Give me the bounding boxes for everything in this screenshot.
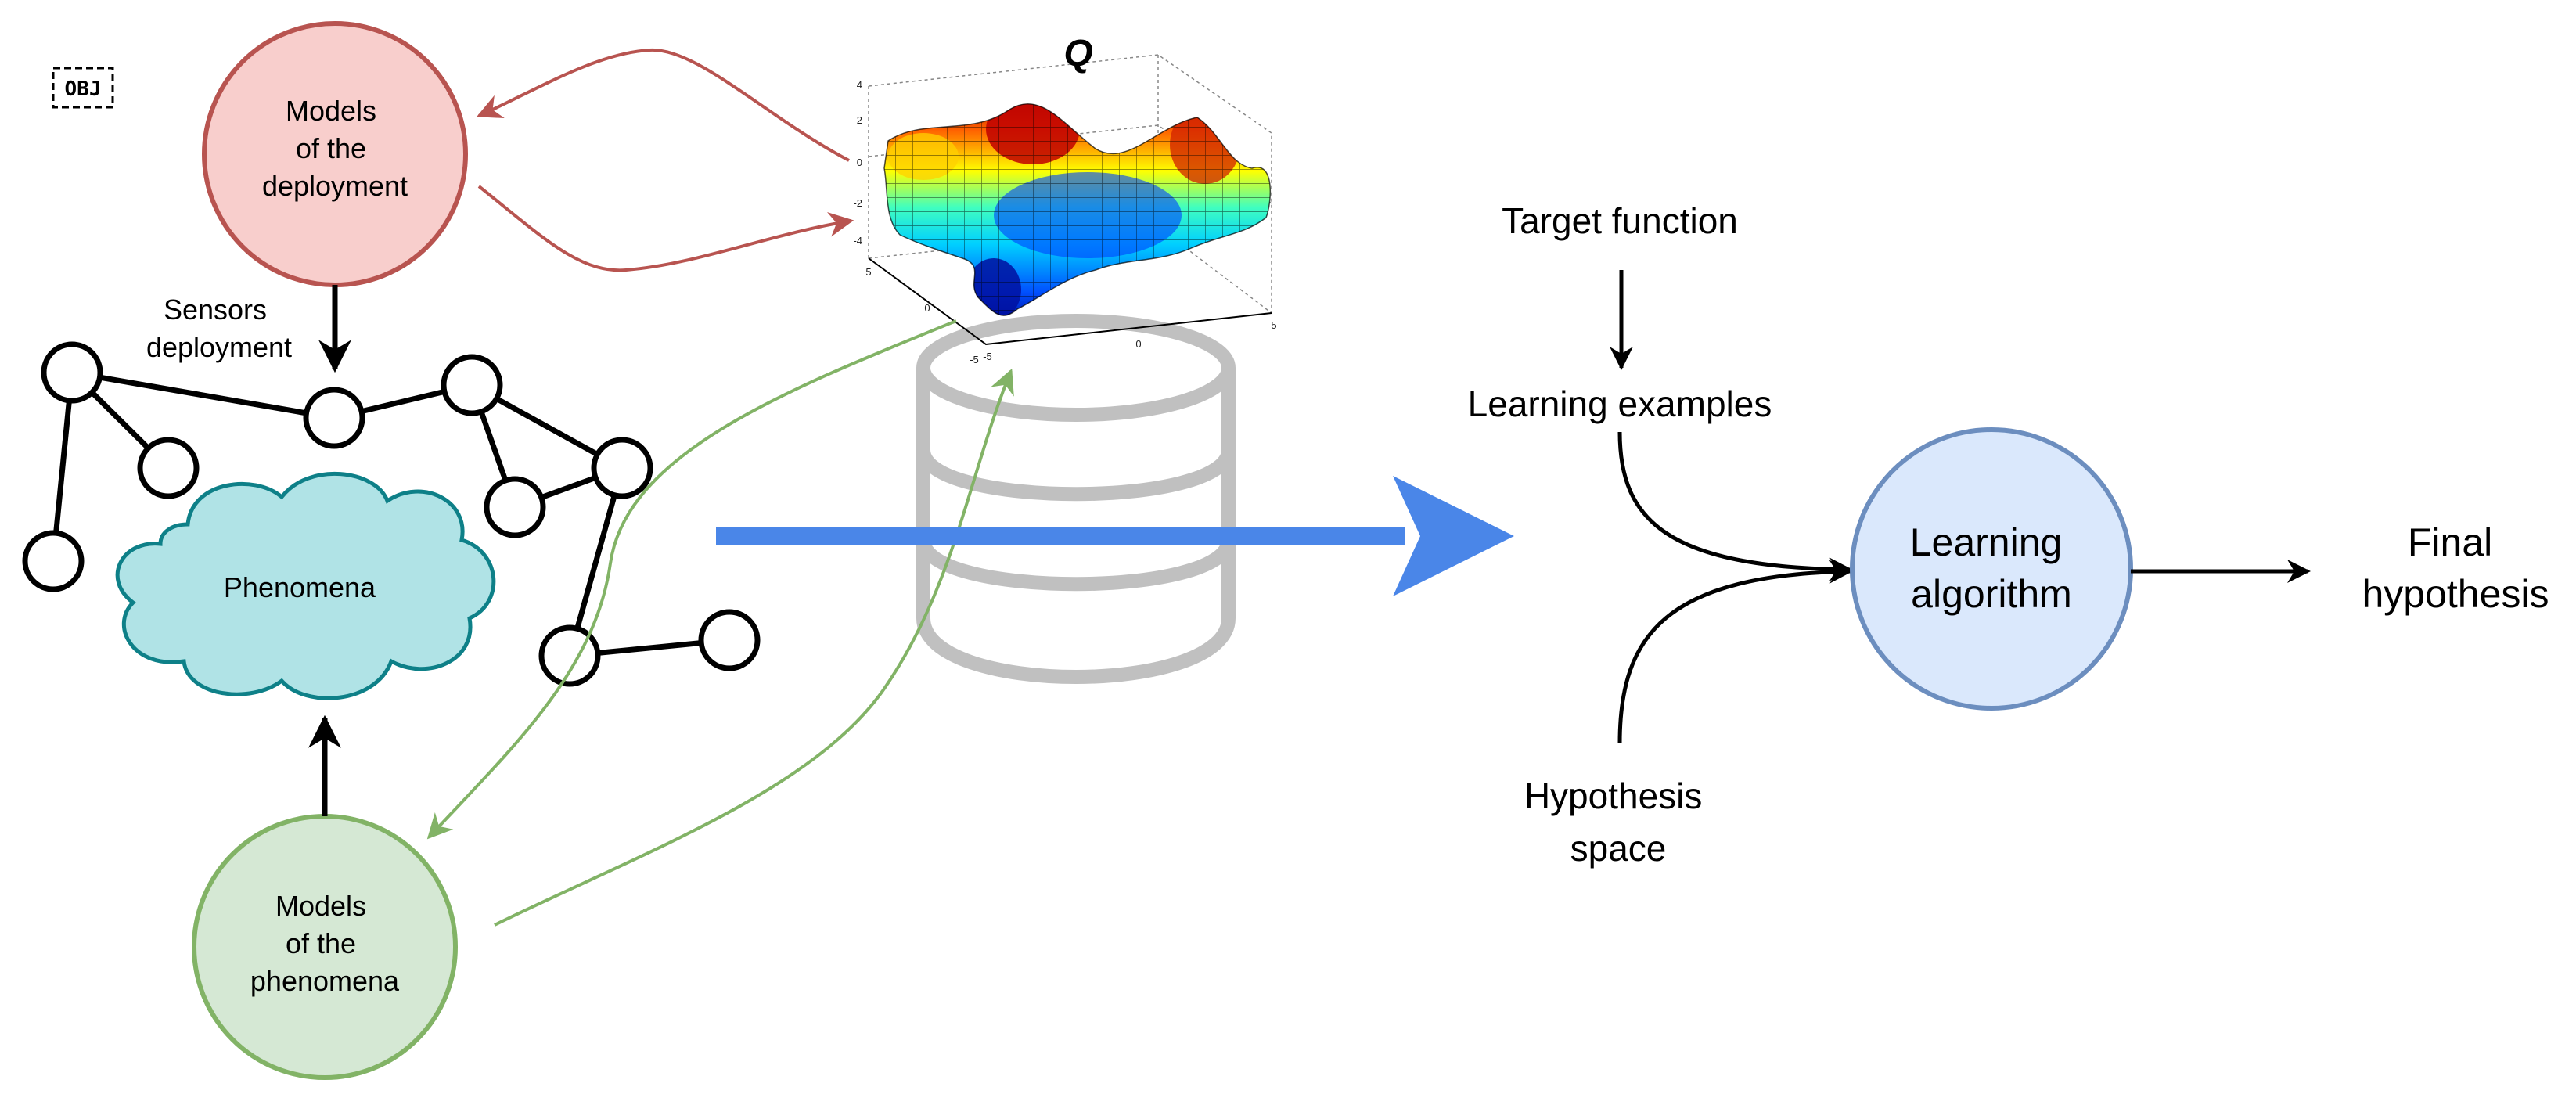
big-blue-arrow bbox=[716, 476, 1514, 596]
surface-plot-title: Q bbox=[1063, 33, 1092, 74]
phenomena-cloud: Phenomena bbox=[115, 471, 496, 700]
z-tick: 2 bbox=[857, 114, 862, 126]
sensor-node bbox=[698, 609, 761, 671]
svg-text:Learning algorithm: Learning algorithm bbox=[1910, 520, 2074, 616]
phenomena-models-node: Models of the phenomena bbox=[192, 814, 458, 1080]
sensor-node bbox=[538, 624, 601, 687]
y-tick: 5 bbox=[865, 266, 871, 278]
sensors-deployment-label: Sensors deployment bbox=[146, 293, 292, 363]
sensor-node bbox=[484, 476, 546, 538]
green-arrow-to-surface bbox=[494, 369, 1014, 927]
sensor-nodes bbox=[22, 341, 761, 687]
x-tick: 0 bbox=[1135, 338, 1141, 350]
green-arrow-to-phenomena-models bbox=[426, 319, 957, 840]
z-tick: -4 bbox=[853, 235, 862, 247]
z-tick: -2 bbox=[853, 197, 862, 209]
svg-text:Models of the phen: Models of the phenomena bbox=[250, 890, 400, 997]
red-arrow-to-surface bbox=[477, 185, 854, 272]
sensor-node bbox=[41, 341, 103, 404]
x-tick: -5 bbox=[983, 351, 992, 362]
phenomena-models-line-2: of the bbox=[286, 927, 356, 959]
red-arrow-to-deployment bbox=[477, 48, 850, 162]
phenomena-models-line-1: Models bbox=[275, 890, 366, 922]
sensor-node bbox=[22, 530, 85, 592]
hypothesis-to-algorithm-arrow bbox=[1617, 560, 1853, 744]
learning-algorithm-line-1: Learning bbox=[1910, 520, 2063, 564]
target-function-label: Target function bbox=[1502, 200, 1738, 241]
x-tick: 5 bbox=[1271, 319, 1276, 331]
phenomena-models-line-3: phenomena bbox=[250, 965, 400, 997]
learning-algorithm-node: Learning algorithm bbox=[1850, 427, 2133, 711]
obj-badge: OBJ bbox=[52, 67, 114, 109]
sensor-node bbox=[441, 354, 503, 416]
y-tick: -5 bbox=[970, 354, 979, 365]
sensor-node bbox=[137, 437, 200, 499]
z-tick: 0 bbox=[857, 157, 862, 168]
phenomena-label: Phenomena bbox=[224, 571, 376, 603]
z-tick: 4 bbox=[857, 79, 862, 91]
deployment-models-line-1: Models bbox=[286, 95, 376, 127]
svg-text:Models of the depl: Models of the deployment bbox=[262, 95, 408, 202]
deployment-models-line-2: of the bbox=[296, 132, 366, 164]
deployment-models-node: Models of the deployment bbox=[202, 21, 468, 287]
sensor-node bbox=[591, 437, 653, 499]
y-tick: 0 bbox=[924, 302, 930, 314]
database-icon bbox=[916, 314, 1236, 684]
surface-mesh bbox=[884, 103, 1271, 316]
obj-badge-label: OBJ bbox=[65, 77, 102, 101]
deployment-models-line-3: deployment bbox=[262, 170, 408, 202]
learning-algorithm-line-2: algorithm bbox=[1911, 572, 2072, 616]
hypothesis-space-label: Hypothesis space bbox=[1524, 776, 1712, 869]
sensor-node bbox=[303, 387, 365, 449]
obj-badge-frame bbox=[52, 67, 114, 109]
learning-examples-label: Learning examples bbox=[1468, 383, 1772, 424]
examples-to-algorithm-arrow bbox=[1617, 431, 1853, 581]
final-hypothesis-label: Final hypothesis bbox=[2362, 520, 2549, 616]
surface-base-axis bbox=[868, 257, 1272, 346]
